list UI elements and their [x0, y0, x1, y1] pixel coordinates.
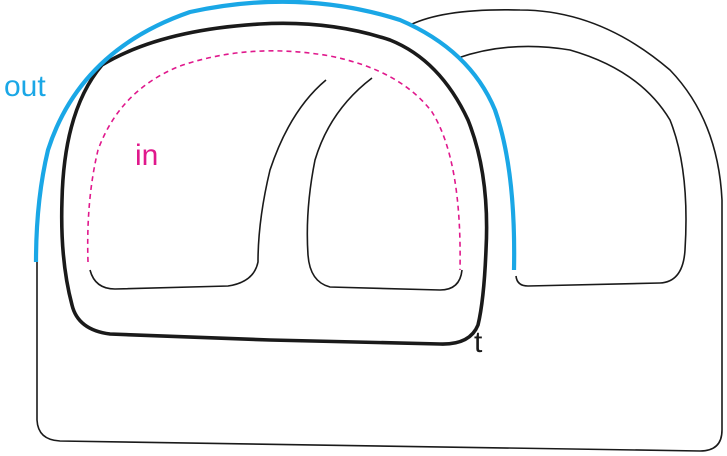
curve-out [36, 2, 514, 270]
right-hole [458, 46, 686, 286]
surface-outline [37, 10, 722, 451]
right-middle-hole [307, 78, 462, 290]
label-in: in [135, 139, 158, 172]
label-out: out [4, 70, 46, 103]
left-middle-hole [90, 80, 326, 289]
curve-t [62, 23, 487, 344]
label-t: t [474, 326, 483, 359]
